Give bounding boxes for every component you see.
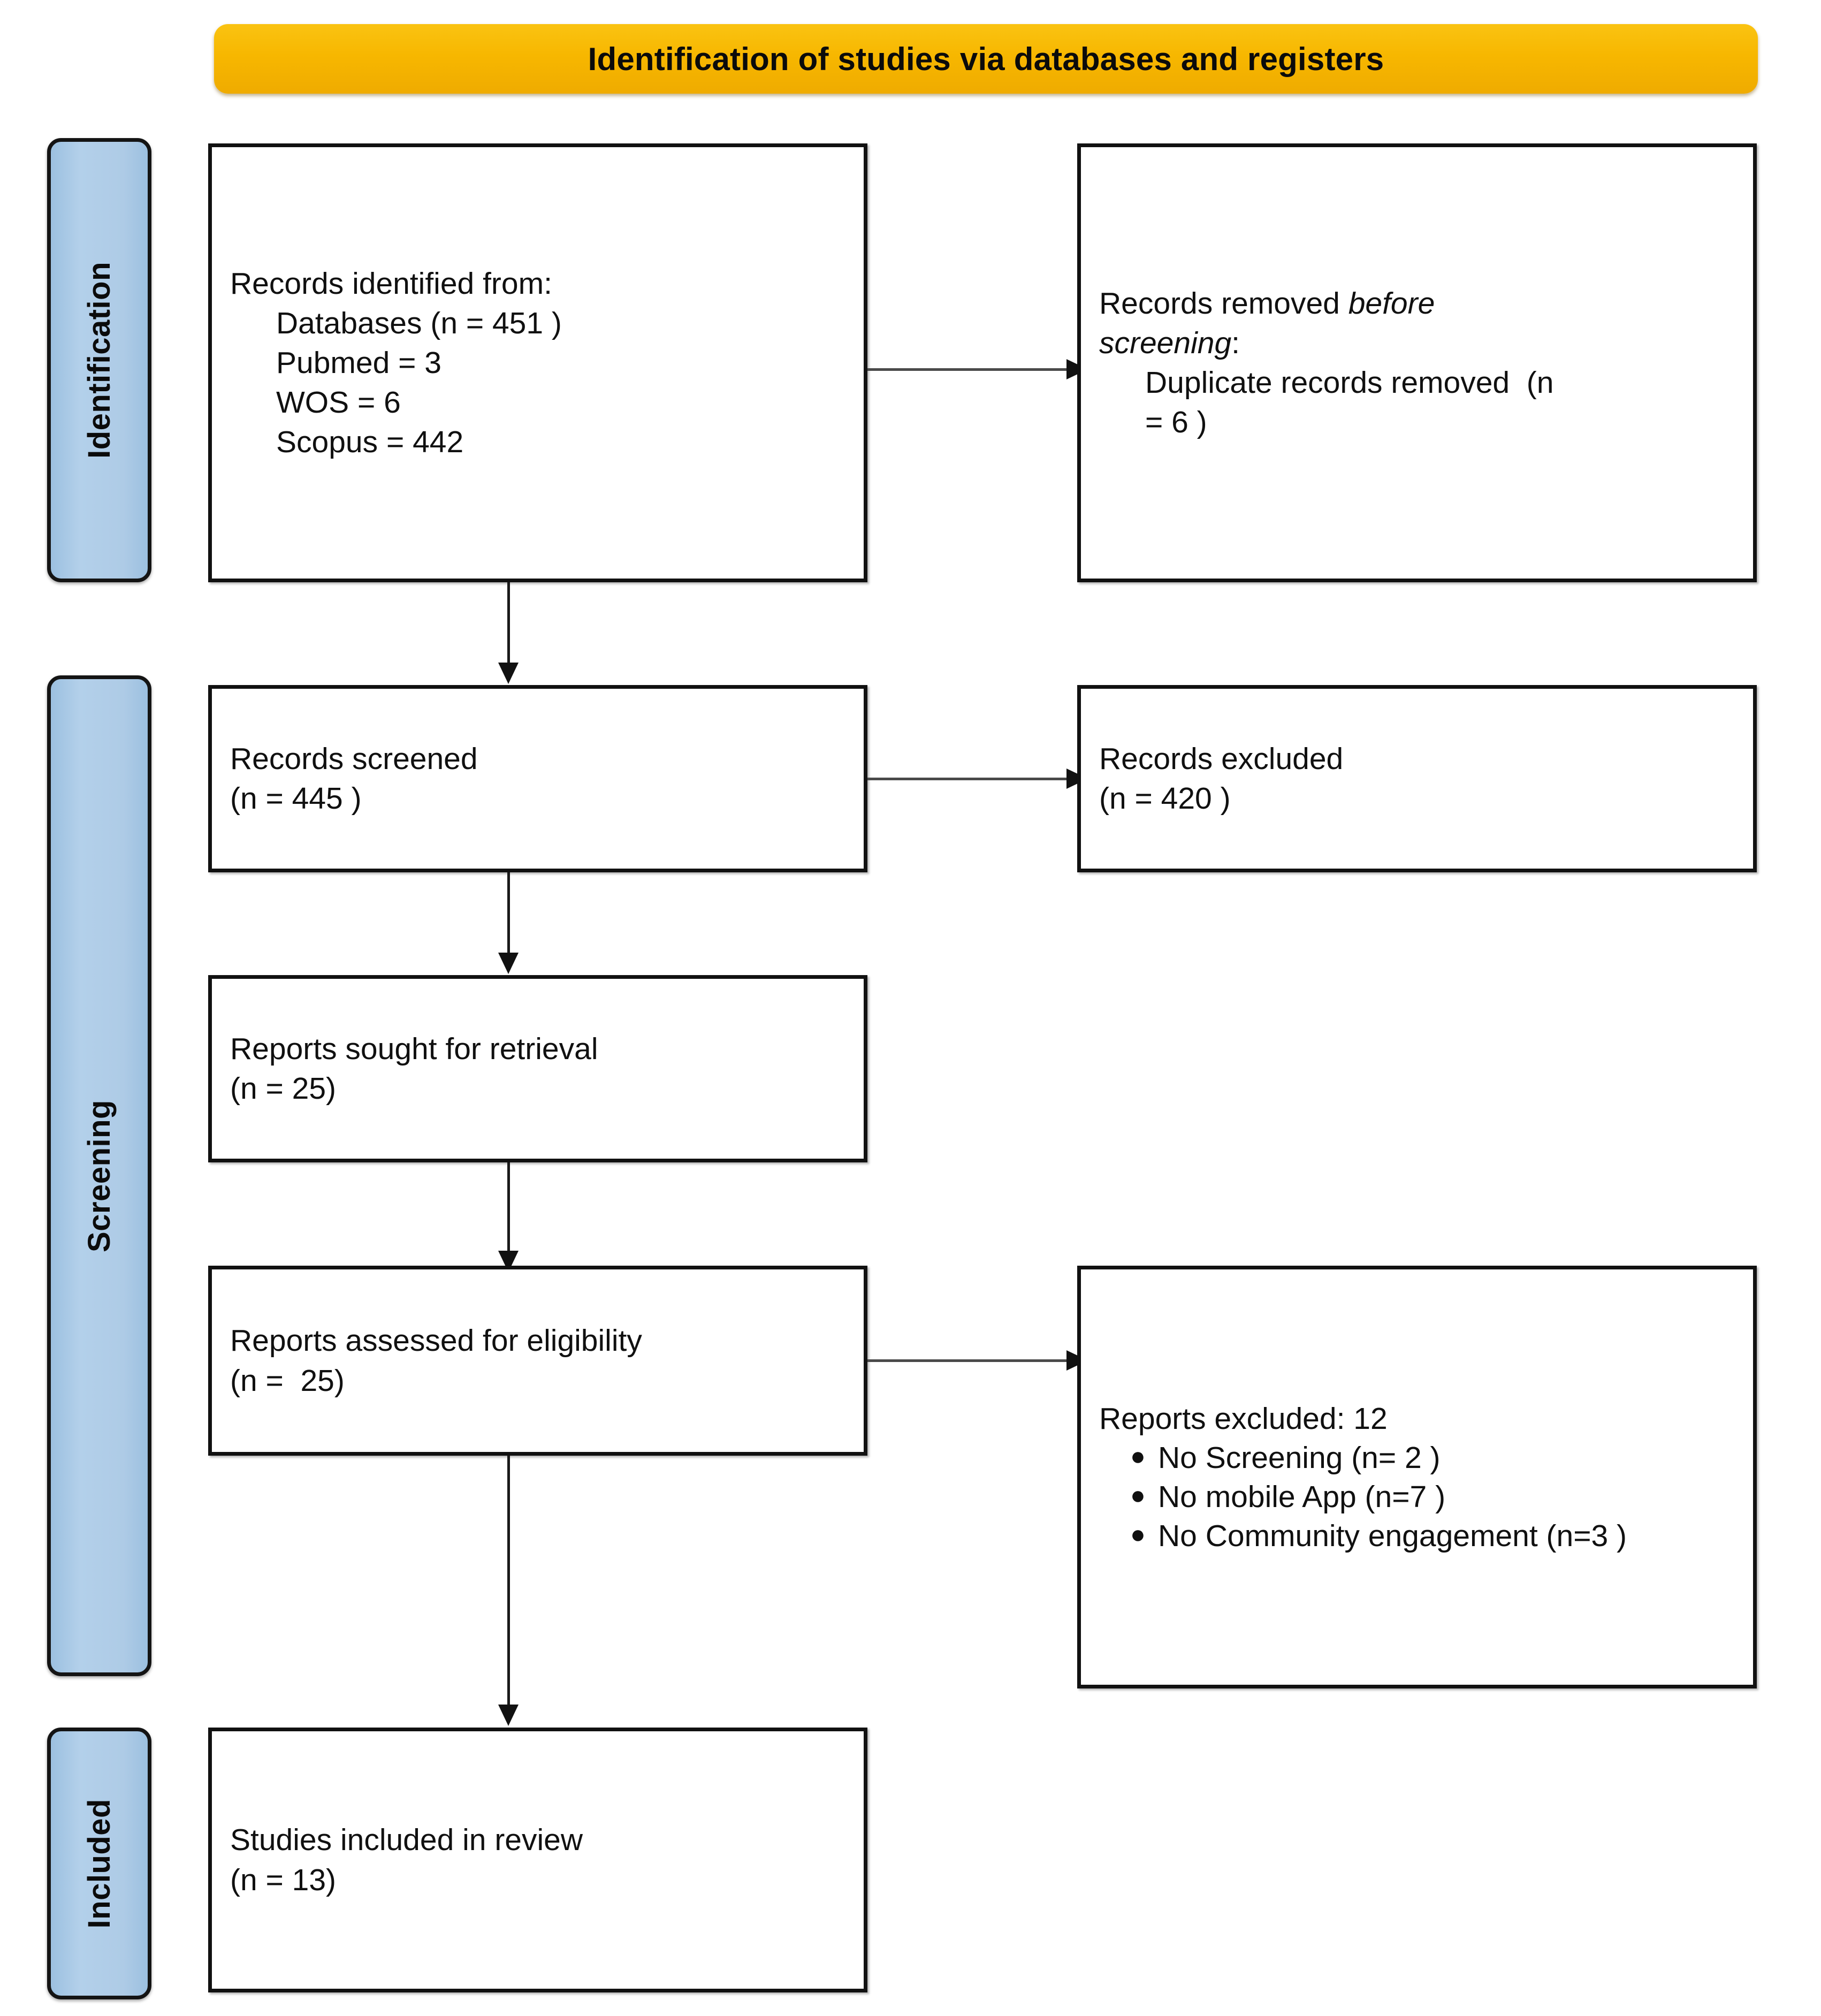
banner-title: Identification of studies via databases …	[588, 41, 1384, 77]
records-removed-line-2: screening:	[1099, 323, 1735, 363]
arrowhead-identified-to-screened	[498, 663, 519, 684]
records-excluded-line-1: Records excluded	[1099, 741, 1344, 776]
records-screened-line-1: Records screened	[230, 741, 478, 776]
records-identified-line-5: Scopus = 442	[276, 425, 464, 460]
records-identified-line-3: Pubmed = 3	[276, 345, 441, 380]
list-item: ● No Community engagement (n=3 )	[1099, 1517, 1735, 1556]
reports-excluded-reason-list: ● No Screening (n= 2 ) ● No mobile App (…	[1099, 1439, 1735, 1556]
records-identified-line-1: Records identified from:	[230, 266, 552, 301]
stage-sidebar-screening: Screening	[47, 675, 151, 1676]
box-reports-excluded: Reports excluded: 12 ● No Screening (n= …	[1077, 1266, 1757, 1688]
connector-screened-to-sought	[507, 872, 510, 958]
arrowhead-screened-to-sought	[498, 953, 519, 974]
header-banner: Identification of studies via databases …	[214, 24, 1758, 94]
stage-label-identification: Identification	[82, 262, 117, 459]
reports-sought-line-2: (n = 25)	[230, 1071, 337, 1106]
arrowhead-assessed-to-included	[498, 1705, 519, 1726]
records-identified-line-4: WOS = 6	[276, 385, 401, 420]
records-screened-line-2: (n = 445 )	[230, 781, 362, 816]
connector-sought-to-assessed	[507, 1162, 510, 1256]
reports-excluded-reason-2: No mobile App (n=7 )	[1158, 1479, 1446, 1514]
reports-assessed-line-2: (n = 25)	[230, 1363, 345, 1398]
list-item: ● No Screening (n= 2 )	[1099, 1439, 1735, 1478]
bullet-icon: ●	[1130, 1442, 1146, 1471]
records-removed-line-4: = 6 )	[1145, 405, 1207, 440]
box-records-screened: Records screened (n = 445 )	[208, 685, 867, 872]
list-item: ● No mobile App (n=7 )	[1099, 1478, 1735, 1517]
records-identified-line-2: Databases (n = 451 )	[276, 306, 562, 340]
reports-sought-line-1: Reports sought for retrieval	[230, 1031, 598, 1066]
box-studies-included: Studies included in review (n = 13)	[208, 1728, 867, 1992]
records-removed-italic-before: before	[1348, 286, 1435, 321]
bullet-icon: ●	[1130, 1520, 1146, 1549]
box-reports-assessed: Reports assessed for eligibility (n = 25…	[208, 1266, 867, 1456]
reports-excluded-reason-1: No Screening (n= 2 )	[1158, 1440, 1441, 1475]
records-removed-line-3: Duplicate records removed (n	[1145, 366, 1554, 400]
box-records-excluded: Records excluded (n = 420 )	[1077, 685, 1757, 872]
connector-assessed-to-included	[507, 1456, 510, 1710]
records-excluded-line-2: (n = 420 )	[1099, 781, 1231, 816]
connector-identified-to-removed	[867, 368, 1069, 371]
box-reports-sought: Reports sought for retrieval (n = 25)	[208, 975, 867, 1162]
stage-sidebar-included: Included	[47, 1728, 151, 1999]
records-removed-colon: :	[1231, 325, 1240, 360]
connector-identified-to-screened	[507, 582, 510, 668]
box-records-removed: Records removed before screening: Duplic…	[1077, 143, 1757, 582]
stage-label-included: Included	[82, 1798, 117, 1929]
box-records-identified: Records identified from: Databases (n = …	[208, 143, 867, 582]
studies-included-line-2: (n = 13)	[230, 1862, 337, 1897]
records-removed-prefix: Records removed	[1099, 286, 1348, 321]
reports-excluded-reason-3: No Community engagement (n=3 )	[1158, 1518, 1627, 1553]
reports-assessed-line-1: Reports assessed for eligibility	[230, 1323, 642, 1358]
records-removed-italic-screening: screening	[1099, 325, 1232, 360]
bullet-icon: ●	[1130, 1481, 1146, 1510]
stage-sidebar-identification: Identification	[47, 138, 151, 582]
records-removed-line-1: Records removed before	[1099, 284, 1735, 323]
connector-assessed-to-reports-excluded	[867, 1359, 1069, 1362]
stage-label-screening: Screening	[82, 1099, 117, 1252]
reports-excluded-heading: Reports excluded: 12	[1099, 1401, 1388, 1436]
connector-screened-to-excluded	[867, 778, 1069, 780]
studies-included-line-1: Studies included in review	[230, 1823, 583, 1858]
